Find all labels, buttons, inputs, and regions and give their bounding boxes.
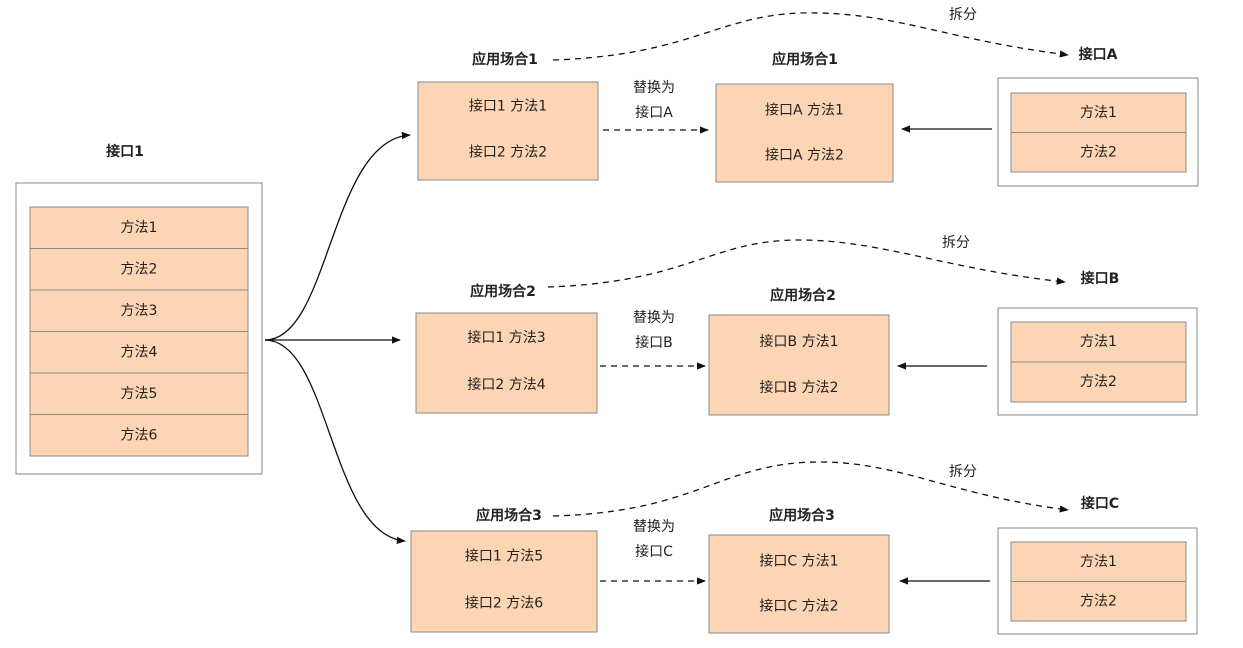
scenario-before-box	[417, 81, 599, 181]
split-label: 拆分	[949, 464, 977, 480]
method-row	[29, 372, 249, 415]
scenario-after-box	[708, 314, 890, 416]
method-row	[29, 248, 249, 291]
method-label: 方法2	[121, 261, 158, 277]
arrow-to-scenario-1	[264, 131, 411, 341]
scenario-after-line: 接口C 方法2	[759, 598, 838, 615]
interface-method-label: 方法2	[1080, 144, 1117, 160]
scenario-after-line: 接口C 方法1	[759, 552, 838, 569]
scenario-after-box	[715, 83, 894, 183]
scenario-before-line: 接口1 方法5	[465, 547, 543, 564]
scenario-after-line: 接口A 方法2	[765, 147, 844, 164]
scenario-after-title: 应用场合3	[769, 507, 835, 524]
method-label: 方法1	[121, 220, 158, 236]
interface-method-row	[1010, 541, 1187, 582]
scenario-title: 应用场合3	[476, 507, 542, 524]
split-label: 拆分	[949, 7, 977, 23]
scenario-before-line: 接口2 方法4	[467, 376, 545, 393]
method-label: 方法5	[121, 386, 158, 402]
scenario-before-box	[410, 530, 598, 633]
replace-label: 接口B	[635, 334, 673, 351]
method-row	[29, 206, 249, 249]
interface-method-row	[1010, 321, 1187, 363]
interface-method-label: 方法2	[1080, 374, 1117, 390]
scenario-after-line: 接口B 方法1	[760, 333, 839, 350]
method-row	[29, 289, 249, 332]
scenario-before-line: 接口1 方法3	[467, 329, 545, 346]
split-arrow	[547, 239, 1066, 288]
split-label: 拆分	[942, 235, 970, 251]
method-label: 方法3	[121, 303, 158, 319]
method-row	[29, 414, 249, 457]
interface-method-row	[1010, 581, 1187, 622]
interface-method-row	[1010, 361, 1187, 403]
scenario-title: 应用场合1	[472, 51, 538, 68]
scenario-before-line: 接口1 方法1	[469, 98, 547, 115]
interface-method-row	[1010, 92, 1187, 133]
scenario-after-title: 应用场合2	[770, 287, 836, 304]
interface-title: 接口A	[1079, 46, 1118, 63]
arrow-to-scenario-3	[264, 339, 406, 544]
source-interface-title: 接口1	[106, 143, 144, 160]
scenario-after-line: 接口B 方法2	[760, 379, 839, 396]
interface-method-label: 方法1	[1080, 334, 1117, 350]
replace-label: 接口A	[635, 104, 673, 121]
method-label: 方法6	[121, 427, 158, 443]
scenario-before-line: 接口2 方法6	[465, 595, 543, 612]
interface-title: 接口B	[1081, 270, 1120, 287]
scenario-after-title: 应用场合1	[772, 51, 838, 68]
replace-label: 替换为	[633, 309, 675, 326]
scenario-after-line: 接口A 方法1	[765, 101, 844, 118]
scenario-title: 应用场合2	[470, 283, 536, 300]
interface-method-label: 方法1	[1080, 105, 1117, 121]
interface-title: 接口C	[1081, 495, 1119, 512]
scenario-before-box	[415, 312, 598, 414]
interface-method-label: 方法2	[1080, 593, 1117, 609]
replace-label: 接口C	[635, 543, 673, 560]
split-arrow	[552, 12, 1069, 61]
interface-method-row	[1010, 132, 1187, 173]
replace-label: 替换为	[633, 79, 675, 96]
method-label: 方法4	[121, 344, 158, 360]
replace-label: 替换为	[633, 518, 675, 535]
scenario-after-box	[708, 534, 890, 634]
scenario-before-line: 接口2 方法2	[469, 144, 547, 161]
interface-method-label: 方法1	[1080, 554, 1117, 570]
